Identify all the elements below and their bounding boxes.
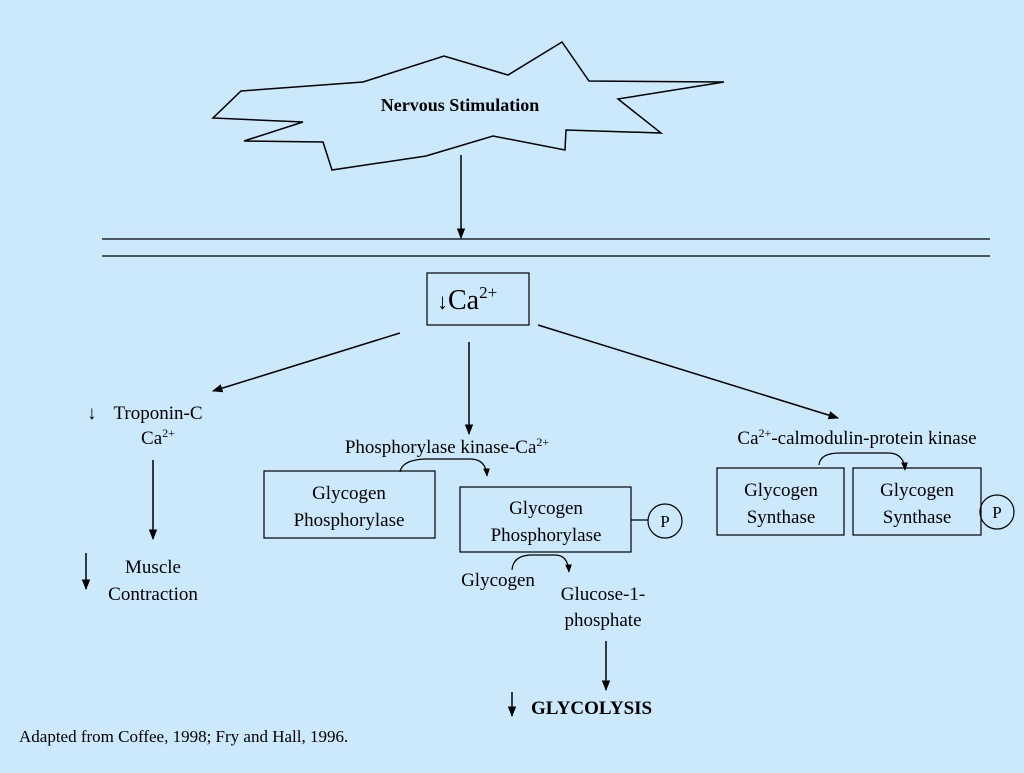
phosphorylase-kinase-label: Phosphorylase kinase-Ca2+ xyxy=(345,435,550,458)
glucose-1-phosphate-line2: phosphate xyxy=(564,610,641,631)
synthase-conversion-arrow xyxy=(818,452,908,471)
glycolysis-label: GLYCOLYSIS xyxy=(531,698,652,719)
glycogen-synthase-inactive-box xyxy=(852,467,982,536)
citation: Adapted from Coffee, 1998; Fry and Hall,… xyxy=(19,727,348,746)
glycogen-conversion-arrow xyxy=(511,554,572,573)
muscle-label-line1: Muscle xyxy=(125,557,181,578)
glycogen-synthase-active-line1: Glycogen xyxy=(744,480,818,501)
glycogen-phosphorylase-active-line1: Glycogen xyxy=(509,498,583,519)
stimulus-label: Nervous Stimulation xyxy=(381,95,540,115)
kinase-conversion-arrow xyxy=(399,458,490,477)
calcium-charge: 2+ xyxy=(479,283,497,302)
phosphate-circle-right xyxy=(979,494,1015,530)
glucose-1-phosphate-line1: Glucose-1- xyxy=(561,584,645,605)
calcium-arrow-glyph: ↓ xyxy=(437,289,448,314)
arrow-to-calmodulin-kinase xyxy=(537,324,840,420)
glycogen-phosphorylase-inactive-box xyxy=(263,470,436,539)
stimulus-starburst xyxy=(211,40,725,171)
glycogen-label: Glycogen xyxy=(461,570,535,591)
troponin-arrow-glyph: ↓ xyxy=(87,403,97,424)
glycogen-phosphorylase-active-line2: Phosphorylase xyxy=(491,525,602,546)
muscle-label-line2: Contraction xyxy=(108,584,198,605)
glycogen-synthase-active-box xyxy=(716,467,845,536)
calcium-base: Ca xyxy=(448,285,480,316)
phosphate-label-center: P xyxy=(660,512,669,531)
phosphate-circle-center xyxy=(647,503,683,539)
glycogen-synthase-inactive-line1: Glycogen xyxy=(880,480,954,501)
troponin-calcium: Ca2+ xyxy=(141,426,175,449)
calcium-box xyxy=(426,272,530,326)
calcium-label: ↓Ca2+ xyxy=(437,283,497,316)
glycogen-synthase-inactive-line2: Synthase xyxy=(883,507,952,528)
glycogen-phosphorylase-inactive-line1: Glycogen xyxy=(312,483,386,504)
arrow-to-troponin xyxy=(211,332,401,393)
calmodulin-kinase-label: Ca2+-calmodulin-protein kinase xyxy=(737,426,976,449)
phosphate-label-right: P xyxy=(992,503,1001,522)
troponin-label: Troponin-C xyxy=(113,403,202,424)
glycogen-synthase-active-line2: Synthase xyxy=(747,507,816,528)
glycogen-phosphorylase-inactive-line2: Phosphorylase xyxy=(294,510,405,531)
